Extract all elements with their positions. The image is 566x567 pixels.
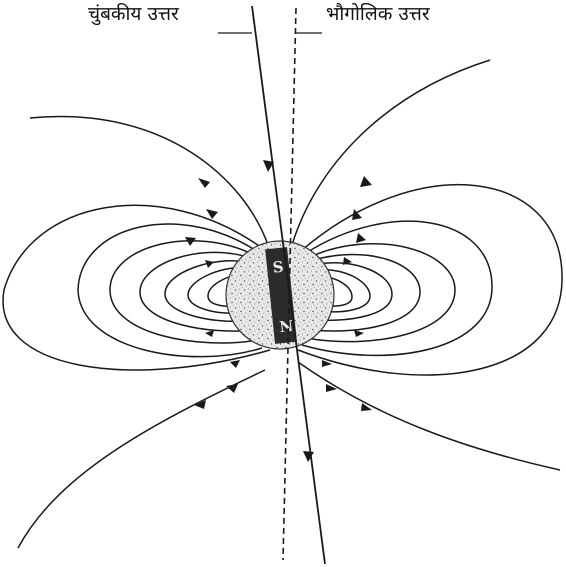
field-line [18,370,265,548]
magnet-south-pole: S [272,258,285,277]
arrow-icon [206,209,218,219]
field-lines-right [292,60,562,470]
field-lines-left [3,117,270,548]
arrow-icon [198,178,210,188]
arrow-icon [303,451,314,462]
arrow-icon [356,233,366,243]
field-line [298,362,560,470]
arrow-icon [326,384,337,392]
field-line [292,60,490,245]
magnet-north-pole: N [279,317,295,336]
arrow-icon [354,330,364,337]
arrow-icon [230,360,240,368]
arrow-icon [205,330,214,337]
arrow-icon [360,176,372,187]
